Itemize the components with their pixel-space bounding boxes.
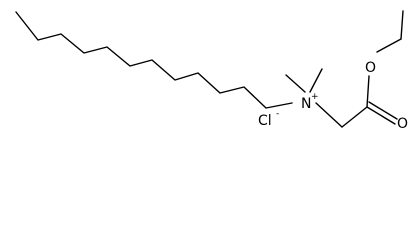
methyl-bond-left	[285, 74, 306, 93]
atom-labels: N + O O Cl -	[258, 60, 408, 132]
decyl-chain-bonds	[15, 11, 293, 109]
ethyl-bond	[400, 10, 404, 40]
chloride-charge: -	[276, 109, 279, 119]
glycinate-ester	[315, 10, 404, 128]
carbonyl-double-bond-b	[368, 101, 398, 120]
ether-ethyl-bond	[376, 38, 402, 53]
nitrogen-charge: +	[311, 92, 319, 102]
nitrogen-label: N	[301, 96, 311, 112]
nitrogen-methyl-bonds	[285, 68, 323, 93]
ch2-carbonyl-bond	[341, 106, 368, 128]
carbonyl-ether-bond	[366, 75, 370, 108]
ether-oxygen-label: O	[365, 60, 376, 76]
chloride-label: Cl	[258, 113, 272, 129]
methyl-bond-right	[309, 68, 323, 93]
carbonyl-double-bond-a	[366, 106, 396, 125]
n-ch2-bond	[315, 102, 343, 128]
decyl-chain	[15, 11, 293, 109]
chemical-structure: N + O O Cl -	[15, 10, 408, 132]
carbonyl-oxygen-label: O	[397, 116, 408, 132]
